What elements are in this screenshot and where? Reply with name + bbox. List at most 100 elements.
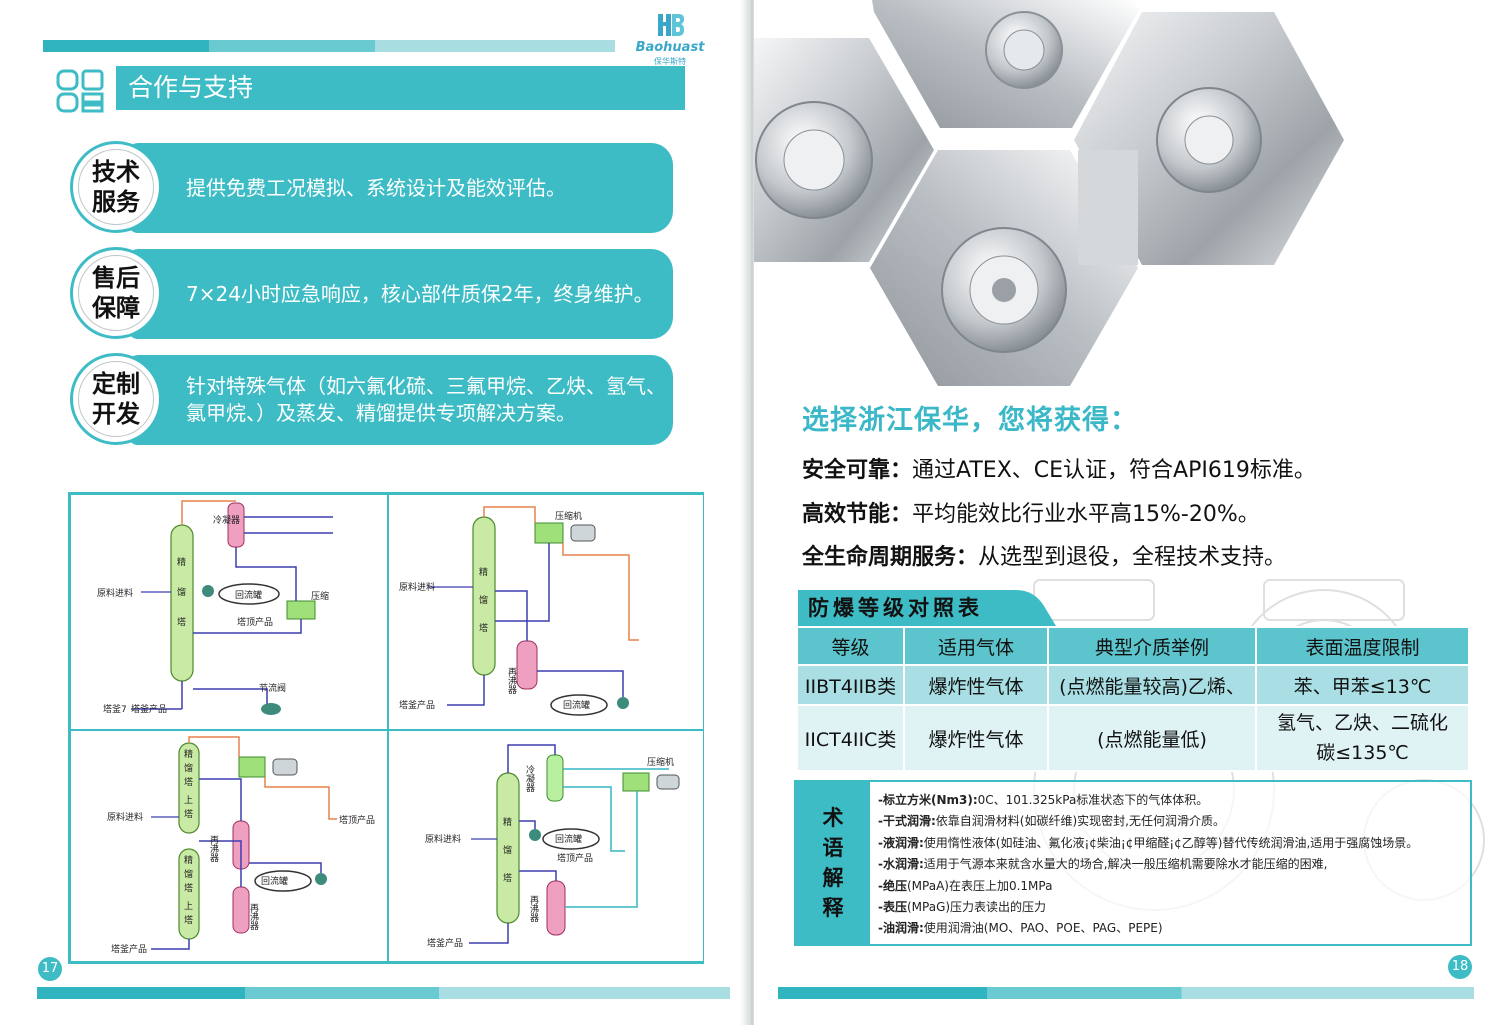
diagram-label: 塔釜产品	[427, 937, 463, 949]
tower-char: 精	[184, 854, 193, 866]
distillation-diagram-1: 原料进料 冷凝器 精 馏 塔 回流罐 塔顶产品 压缩 节流阀 塔釜产品 塔釜7	[97, 500, 333, 715]
page-number: 17	[38, 957, 62, 981]
table-cell: IIBT4IIB类	[796, 664, 905, 706]
diagram-2: 压缩机 原料进料 精 馏 塔 再沸器 回流罐 塔釜产品	[388, 494, 704, 730]
table-header-cell: 等级	[796, 626, 905, 666]
diagram-label: 再沸器	[208, 835, 219, 862]
table-title-shape	[798, 590, 1056, 626]
term-name: -绝压	[878, 878, 907, 893]
term-line: -标立方米(Nm3):0C、101.325kPa标准状态下的气体体积。	[878, 790, 1478, 811]
page-number: 18	[1448, 955, 1472, 979]
term-line: -表压(MPaG)压力表读出的压力	[878, 897, 1478, 918]
badge-line: 售后	[92, 264, 140, 292]
left-page: Baohuast 保华斯特 合作与支持 提供免费工况模拟、系统设计及能效评估。 …	[0, 0, 752, 1025]
service-card-custom: 针对特殊气体（如六氟化硫、三氟甲烷、乙炔、氢气、氯甲烷、）及蒸发、精馏提供专项解…	[128, 355, 673, 445]
diagram-1: 原料进料 冷凝器 精 馏 塔 回流罐 塔顶产品 压缩 节流阀 塔釜产品 塔釜7	[70, 494, 388, 730]
table-cell: 氢气、乙炔、二硫化碳≤135℃	[1255, 704, 1470, 772]
benefit-text: 通过ATEX、CE认证，符合API619标准。	[912, 458, 1316, 483]
table-title: 防爆等级对照表	[808, 596, 983, 620]
table-cell: (点燃能量低)	[1047, 704, 1257, 772]
term-name: -干式润滑:	[878, 814, 936, 829]
term-def: 依靠自润滑材料(如碳纤维)实现密封,无任何润滑介质。	[935, 814, 1225, 829]
table-header-cell: 表面温度限制	[1255, 626, 1470, 666]
diagram-label: 再沸器	[248, 903, 259, 930]
tower-char: 馏	[479, 594, 488, 606]
benefit-text: 从选型到退役，全程技术支持。	[978, 545, 1287, 570]
service-badge-custom: 定制开发	[70, 353, 162, 445]
service-card-aftersales: 7×24小时应急响应，核心部件质保2年，终身维护。	[128, 249, 673, 339]
tower-char: 塔	[184, 914, 193, 926]
diagram-label: 塔釜7	[103, 703, 127, 715]
tower-char: 馏	[177, 586, 186, 598]
badge-line: 开发	[92, 400, 140, 428]
table-cell: (点燃能量较高)乙烯、	[1047, 664, 1257, 706]
logo-brand-text: Baohuast	[635, 40, 705, 55]
diagram-label: 塔顶产品	[237, 616, 273, 628]
benefit-text: 平均能效比行业水平高15%-20%。	[912, 502, 1260, 527]
headline: 选择浙江保华，您将获得：	[802, 405, 1138, 436]
term-line: -油润滑:使用润滑油(MO、PAO、POE、PAG、PEPE)	[878, 918, 1478, 939]
tower-char: 塔	[184, 776, 193, 788]
diagram-label: 冷凝器	[524, 764, 535, 792]
right-page: 选择浙江保华，您将获得： 安全可靠：通过ATEX、CE认证，符合API619标准…	[754, 0, 1510, 1025]
tower-char: 上	[184, 901, 193, 912]
tower-char: 馏	[503, 844, 512, 856]
benefit-title: 全生命周期服务：	[802, 545, 979, 570]
diagram-label: 压缩机	[647, 756, 674, 768]
badge-line: 服务	[92, 188, 140, 216]
service-badge-aftersales: 售后保障	[70, 247, 162, 339]
benefit-title: 安全可靠：	[802, 458, 913, 483]
badge-line: 技术	[92, 158, 140, 186]
terms-list: -标立方米(Nm3):0C、101.325kPa标准状态下的气体体积。 -干式润…	[878, 790, 1478, 940]
term-line: -液润滑:使用惰性液体(如硅油、氟化液¡¢柴油¡¢甲缩醛¡¢乙醇等)替代传统润滑…	[878, 833, 1478, 854]
table-cell: IICT4IIC类	[796, 704, 905, 772]
tower-char: 上	[184, 795, 193, 806]
service-card-tech: 提供免费工况模拟、系统设计及能效评估。	[128, 143, 673, 233]
compressor-hero-image	[754, 0, 1344, 386]
term-line: -水润滑:适用于气源本来就含水量大的场合,解决一般压缩机需要除水才能压缩的困难,	[878, 854, 1478, 875]
term-def: 适用于气源本来就含水量大的场合,解决一般压缩机需要除水才能压缩的困难,	[923, 857, 1328, 872]
term-name: -标立方米(Nm3):	[878, 793, 978, 807]
term-line: -绝压(MPaA)在表压上加0.1MPa	[878, 876, 1478, 897]
diagram-label: 回流罐	[261, 875, 288, 887]
diagram-3: 原料进料 精 馏 塔 上 塔 精 馏 塔 上 塔 塔顶产品 再沸器 回流罐 再沸…	[70, 730, 388, 962]
term-def: 使用惰性液体(如硅油、氟化液¡¢柴油¡¢甲缩醛¡¢乙醇等)替代传统润滑油,适用于…	[923, 835, 1419, 850]
badge-line: 保障	[92, 294, 140, 322]
diagram-label: 塔顶产品	[557, 852, 593, 864]
table-cell: 苯、甲苯≤13℃	[1255, 664, 1470, 706]
diagram-label: 塔顶产品	[339, 814, 375, 826]
terms-label-char: 术	[822, 806, 844, 830]
diagram-label: 原料进料	[107, 811, 143, 823]
table-row: IIBT4IIB类 爆炸性气体 (点燃能量较高)乙烯、 苯、甲苯≤13℃	[796, 664, 1470, 706]
terms-label-char: 释	[822, 896, 844, 920]
logo-mark-icon	[658, 14, 684, 36]
terms-box: 术 语 解 释 -标立方米(Nm3):0C、101.325kPa标准状态下的气体…	[794, 780, 1472, 946]
service-text: 7×24小时应急响应，核心部件质保2年，终身维护。	[186, 281, 654, 306]
tower-char: 馏	[184, 868, 193, 880]
bottom-decor-bar	[778, 987, 1474, 999]
table-title-tab: 防爆等级对照表	[798, 590, 1068, 626]
tower-char: 塔	[479, 622, 488, 634]
service-text: 提供免费工况模拟、系统设计及能效评估。	[186, 175, 566, 200]
diagram-label: 塔釜产品	[111, 943, 147, 955]
brand-logo: Baohuast 保华斯特	[628, 10, 712, 70]
term-def: 0C、101.325kPa标准状态下的气体体积。	[977, 793, 1209, 807]
term-name: -液润滑:	[878, 835, 924, 850]
distillation-diagram-2: 压缩机 原料进料 精 馏 塔 再沸器 回流罐 塔釜产品	[399, 506, 639, 716]
terms-label-char: 解	[822, 866, 844, 890]
term-line: -干式润滑:依靠自润滑材料(如碳纤维)实现密封,无任何润滑介质。	[878, 811, 1478, 832]
diagram-label: 原料进料	[97, 587, 133, 599]
table-header-cell: 适用气体	[903, 626, 1049, 666]
benefit-line-safety: 安全可靠：通过ATEX、CE认证，符合API619标准。	[802, 452, 1316, 484]
section-grid-icon	[56, 69, 104, 113]
diagram-label: 再沸器	[506, 667, 517, 694]
diagram-label: 原料进料	[425, 833, 461, 845]
tower-char: 塔	[184, 808, 193, 820]
diagram-label: 再沸器	[528, 895, 539, 922]
diagram-label: 回流罐	[563, 699, 590, 711]
diagram-4: 压缩机 冷凝器 原料进料 精 馏 塔 回流罐 塔顶产品 再沸器 塔釜产品	[388, 730, 704, 962]
section-title: 合作与支持	[116, 66, 685, 110]
benefit-line-efficiency: 高效节能：平均能效比行业水平高15%-20%。	[802, 496, 1260, 528]
tower-char: 精	[503, 816, 512, 828]
table-row: IICT4IIC类 爆炸性气体 (点燃能量低) 氢气、乙炔、二硫化碳≤135℃	[796, 704, 1470, 772]
